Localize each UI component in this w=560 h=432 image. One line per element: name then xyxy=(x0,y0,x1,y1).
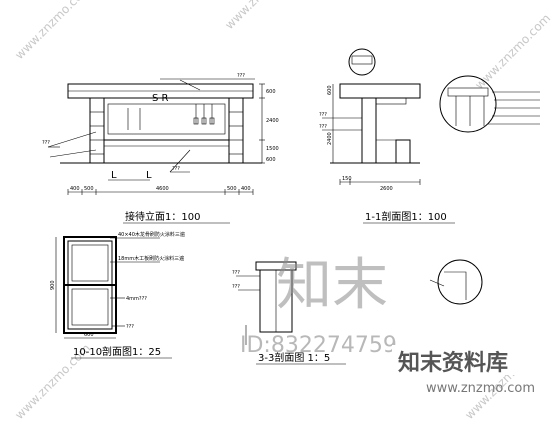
section-mark-left: L xyxy=(111,170,117,181)
section-1-1: ??? ??? 2400 600 150 2600 1-1剖面图1：100 xyxy=(319,48,455,224)
section-3-3: ??? ??? 3-3剖面图 1：5 xyxy=(232,259,483,365)
front-dim-right-1: 600 xyxy=(266,89,276,95)
watermark-group: 知末 ID:832274759 知末资料库 www.znzmo.com xyxy=(240,253,552,396)
section-1010-title: 10-10剖面图1：25 xyxy=(73,345,161,358)
s33-callout-2: ??? xyxy=(232,284,240,290)
front-elevation-title: 接待立面1：100 xyxy=(125,210,200,223)
front-dim-bottom-5: 400 xyxy=(241,186,251,192)
front-dim-right-4: 600 xyxy=(266,157,276,163)
front-elevation: S R L L ??? ??? ??? 600 2400 1500 600 xyxy=(42,73,279,224)
s1010-dim-height: 900 xyxy=(50,280,56,290)
watermark-url: www.znzmo.com xyxy=(426,381,535,396)
front-dim-right-3: 1500 xyxy=(266,146,279,152)
front-callout-2: ??? xyxy=(172,166,180,172)
sign-text: S R xyxy=(152,93,169,104)
brand-box xyxy=(392,345,552,375)
front-callout-3: ??? xyxy=(237,73,245,79)
watermark-big-text: 知末 xyxy=(276,253,388,318)
diag-watermark-left: www.znzmo.com xyxy=(12,0,93,62)
s11-dim-bottom-1: 150 xyxy=(342,176,352,182)
front-dim-right-2: 2400 xyxy=(266,118,279,124)
diag-watermark-right: www.znzmo.com xyxy=(472,11,553,92)
s1010-note-1: 40×40木龙骨刷防火涂料三遍 xyxy=(118,231,185,238)
section-mark-right: L xyxy=(146,170,152,181)
watermark-brand: 知末资料库 xyxy=(398,350,508,376)
s1010-dim-width: 600 xyxy=(84,332,94,338)
s11-dim-left-2: 600 xyxy=(327,85,333,95)
section-33-title: 3-3剖面图 1：5 xyxy=(258,351,330,364)
front-dim-bottom-3: 4600 xyxy=(156,186,169,192)
front-dim-bottom-4: 500 xyxy=(227,186,237,192)
diag-watermark-top: www.znzmo.com xyxy=(222,0,303,32)
watermark-id: ID:832274759 xyxy=(240,333,397,358)
s11-callout-1: ??? xyxy=(319,112,327,118)
detail-callout-circle xyxy=(439,75,540,133)
s11-dim-bottom-2: 2600 xyxy=(380,186,393,192)
front-callout-1: ??? xyxy=(42,140,50,146)
section-11-title: 1-1剖面图1：100 xyxy=(365,210,447,223)
s11-callout-2: ??? xyxy=(319,124,327,130)
front-dim-bottom-1: 400 xyxy=(70,186,80,192)
s1010-note-3: 4mm??? xyxy=(126,296,147,302)
s11-dim-left-1: 2400 xyxy=(327,132,333,145)
s1010-note-4: ??? xyxy=(126,324,134,330)
section-10-10: 40×40木龙骨刷防火涂料三遍 18mm木工板刷防火涂料三遍 4mm??? ??… xyxy=(50,231,185,359)
s33-callout-1: ??? xyxy=(232,270,240,276)
front-dim-bottom-2: 500 xyxy=(84,186,94,192)
s1010-note-2: 18mm木工板刷防火涂料三遍 xyxy=(118,255,184,262)
